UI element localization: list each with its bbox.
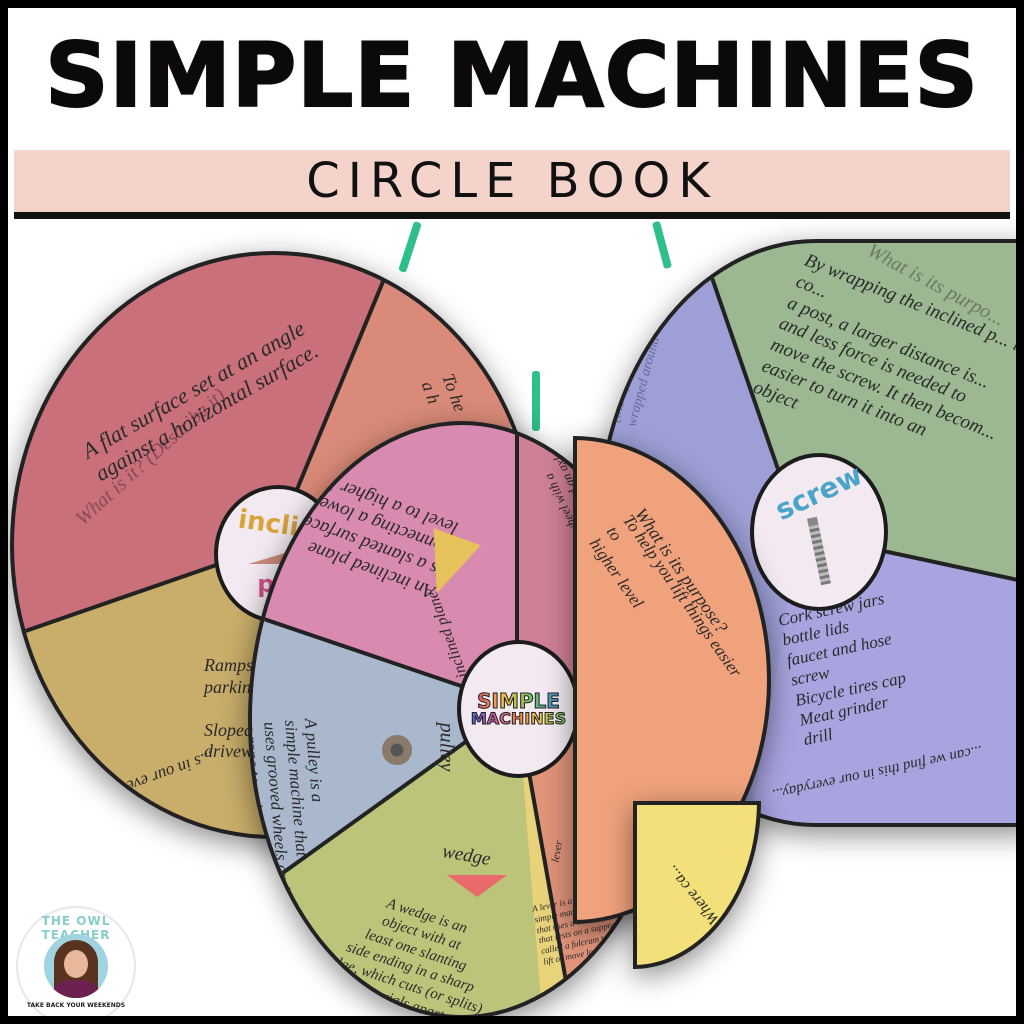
subtitle-band: CIRCLE BOOK xyxy=(14,150,1010,212)
page-title: SIMPLE MACHINES xyxy=(44,24,979,127)
simple-machines-hub: SIMPLE MACHINES xyxy=(457,640,580,778)
pulley-icon xyxy=(382,735,412,765)
hub-label-machines: MACHINES xyxy=(470,709,567,728)
screw-icon xyxy=(807,516,831,586)
cover-canvas: SIMPLE MACHINES CIRCLE BOOK What is it? … xyxy=(8,8,1016,1016)
header-divider xyxy=(14,212,1010,219)
screw-hub: screw xyxy=(750,453,888,611)
hub-label-simple: SIMPLE xyxy=(477,689,561,713)
where-flap: Where ca... xyxy=(633,801,761,969)
circle-book-photo: What is it? (Describe it) A flat surface… xyxy=(8,220,1016,1016)
logo-tagline: TAKE BACK YOUR WEEKENDS xyxy=(26,1002,126,1009)
teacher-avatar xyxy=(44,934,108,998)
hub-label-screw: screw xyxy=(770,458,868,527)
owl-teacher-logo: THE OWL TEACHER TAKE BACK YOUR WEEKENDS xyxy=(16,906,136,1016)
answer-where-everyday: Ramps parking Sloped drivew xyxy=(204,655,260,762)
question-where: Where ca... xyxy=(663,861,723,928)
segment-label-pulley: pulley xyxy=(435,722,458,772)
page-subtitle: CIRCLE BOOK xyxy=(306,153,718,209)
hanging-string-center xyxy=(532,371,540,431)
wedge-icon xyxy=(447,875,507,897)
segment-text-pulley: A pulley is a simple machine that uses g… xyxy=(248,717,328,891)
